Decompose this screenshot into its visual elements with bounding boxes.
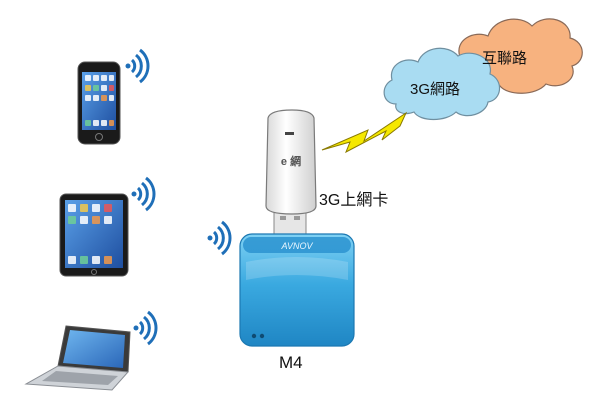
router-brand-logo: AVNOV	[280, 241, 313, 251]
lightning-bolt-shape	[321, 111, 408, 154]
router-model-label: M4	[279, 353, 303, 372]
wifi-signal-icon	[125, 48, 150, 84]
laptop-icon	[24, 325, 131, 391]
3g-modem-label: 3G上網卡	[319, 192, 389, 209]
wifi-signal-icon	[207, 220, 232, 256]
3g-network-cloud	[383, 47, 501, 121]
internet-label: 互聯路	[482, 50, 528, 67]
smartphone-icon	[77, 61, 121, 145]
wifi-signal-icon	[133, 310, 158, 346]
tablet-icon	[59, 193, 129, 277]
wifi-signal-icon	[131, 176, 156, 212]
router-indicator-light	[259, 333, 265, 339]
modem-brand-logo: e 網	[281, 154, 301, 168]
3g-network-cloud-shape	[383, 47, 501, 121]
usb-modem-icon: e 網	[265, 109, 317, 239]
lightning-bolt-icon	[321, 111, 408, 154]
3g-network-label: 3G網路	[410, 81, 461, 98]
router-indicator-light	[251, 333, 257, 339]
wifi-router-icon: AVNOV	[239, 233, 355, 347]
